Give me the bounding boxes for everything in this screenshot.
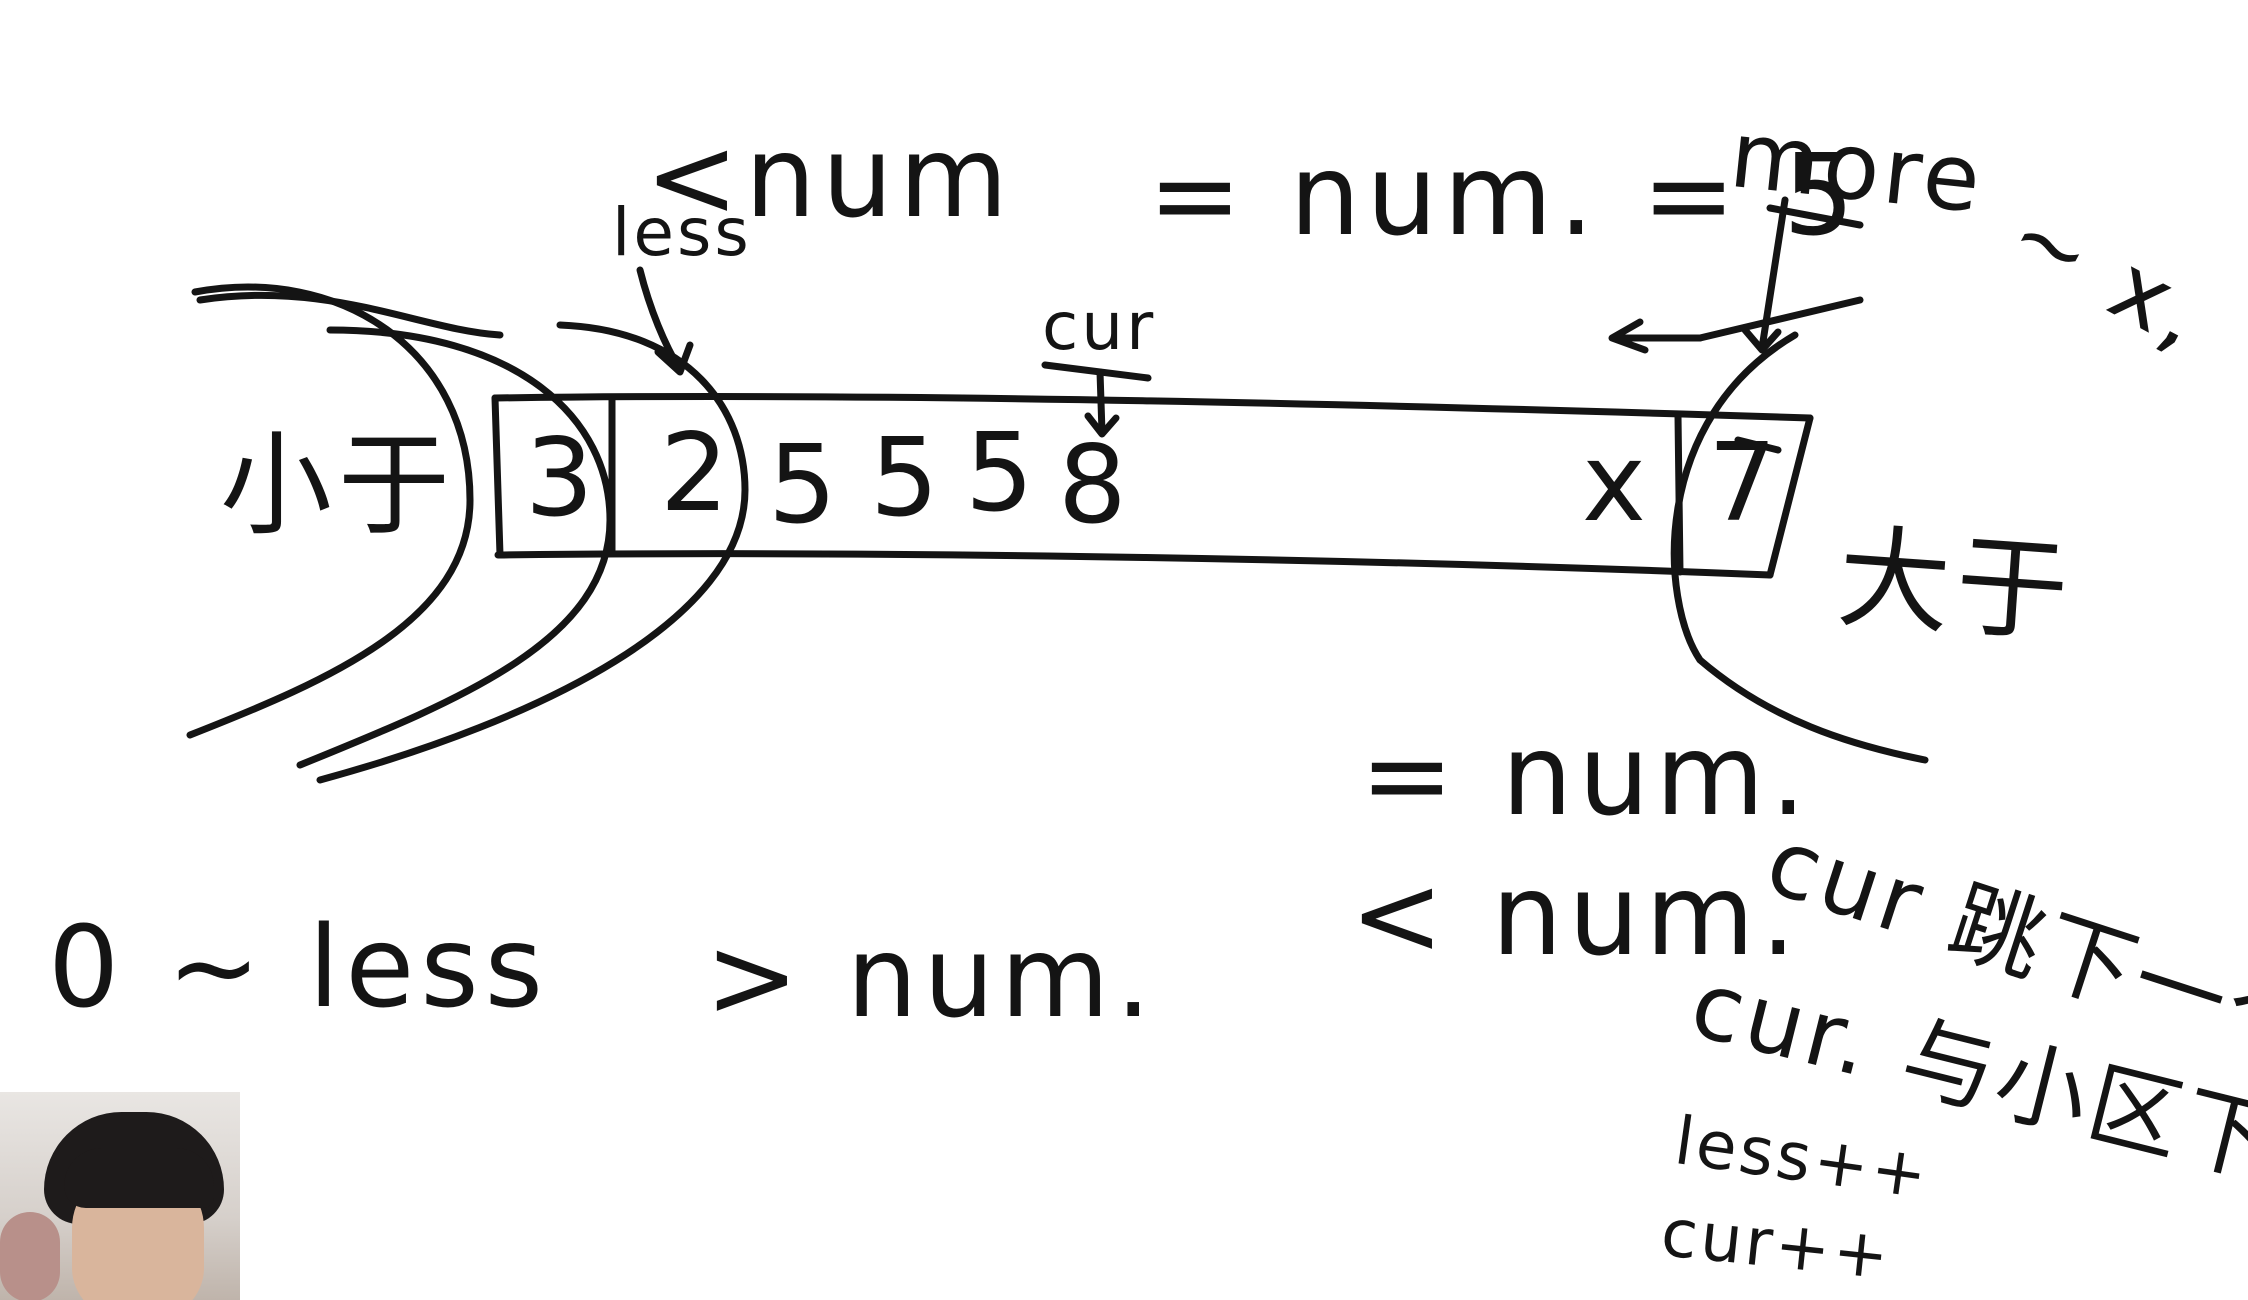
less-arrow <box>636 266 684 374</box>
array-top-line <box>491 392 1814 422</box>
array-cell: 8 <box>1058 423 1127 548</box>
more-pointer-label: more <box>1725 101 1990 235</box>
webcam-shoulder <box>0 1212 60 1300</box>
webcam-fringe <box>64 1148 214 1208</box>
less-arrow-head <box>654 341 694 376</box>
less-pointer-label: less <box>612 194 752 271</box>
less-region-arc-2 <box>296 326 614 769</box>
array-right-edge <box>1766 414 1814 579</box>
more-region-label: 大于 <box>1833 512 2079 660</box>
more-arrow-head <box>1741 326 1782 354</box>
more-move-stroke <box>1696 296 1864 342</box>
array-cell: 7 <box>1708 421 1777 546</box>
cur-pointer-label: cur <box>1042 288 1157 365</box>
more-left-arrow-head <box>1608 318 1649 354</box>
array-cell: x <box>1582 421 1646 546</box>
top-less-than-label: <num <box>645 113 1014 243</box>
array-cell: 3 <box>525 416 594 541</box>
less-region-top-stroke <box>196 291 504 339</box>
array-left-edge <box>491 394 504 559</box>
array-cell: 5 <box>965 411 1034 536</box>
greater-than-label: > num. <box>705 913 1158 1043</box>
more-region-arc <box>1670 331 1929 764</box>
top-equal-label: = num. = 5 <box>1148 131 1861 261</box>
array-cell: 5 <box>870 416 939 541</box>
left-range-label: 0 ~ less <box>48 903 550 1033</box>
cur-arrow-head <box>1084 412 1120 438</box>
cur-arrow <box>1096 368 1106 436</box>
rule-equal: = num. <box>1360 711 1813 841</box>
less-region-label: 小于 <box>220 421 456 551</box>
cross-out-stroke <box>1734 436 1782 454</box>
cur-underline <box>1041 361 1152 382</box>
rule-less: < num. <box>1350 851 1803 981</box>
array-cell: 5 <box>768 423 837 548</box>
webcam-overlay <box>0 1092 240 1300</box>
array-bottom-line <box>494 550 1774 579</box>
array-cell: 2 <box>660 411 729 536</box>
